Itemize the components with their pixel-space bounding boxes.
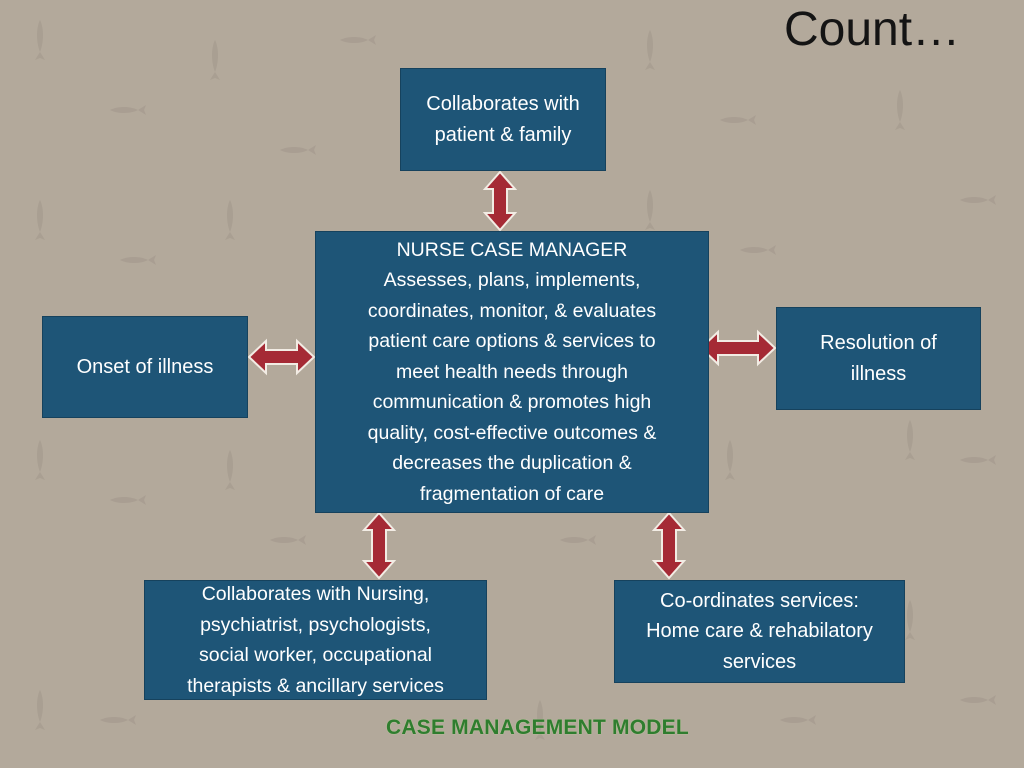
node-nurse-case-manager: NURSE CASE MANAGER Assesses, plans, impl… bbox=[315, 231, 709, 513]
node-nurse-case-manager-heading: NURSE CASE MANAGER bbox=[396, 238, 628, 261]
node-resolution-of-illness-label: Resolution of illness bbox=[820, 332, 937, 385]
node-nurse-case-manager-body: Assesses, plans, implements, coordinates… bbox=[367, 269, 657, 505]
node-coordinates-services: Co-ordinates services: Home care & rehab… bbox=[614, 580, 905, 683]
node-collaborates-nursing-label: Collaborates with Nursing, psychiatrist,… bbox=[187, 583, 444, 697]
node-coordinates-services-label: Co-ordinates services: Home care & rehab… bbox=[646, 589, 873, 673]
diagram-caption: CASE MANAGEMENT MODEL bbox=[386, 716, 689, 739]
node-collaborates-nursing: Collaborates with Nursing, psychiatrist,… bbox=[144, 580, 487, 700]
node-onset-of-illness-label: Onset of illness bbox=[76, 355, 214, 378]
node-patient-family-label: Collaborates with patient & family bbox=[426, 93, 580, 146]
slide-title: Count… bbox=[784, 3, 961, 56]
node-resolution-of-illness: Resolution of illness bbox=[776, 307, 981, 410]
node-patient-family: Collaborates with patient & family bbox=[400, 68, 606, 171]
node-onset-of-illness: Onset of illness bbox=[42, 316, 248, 418]
